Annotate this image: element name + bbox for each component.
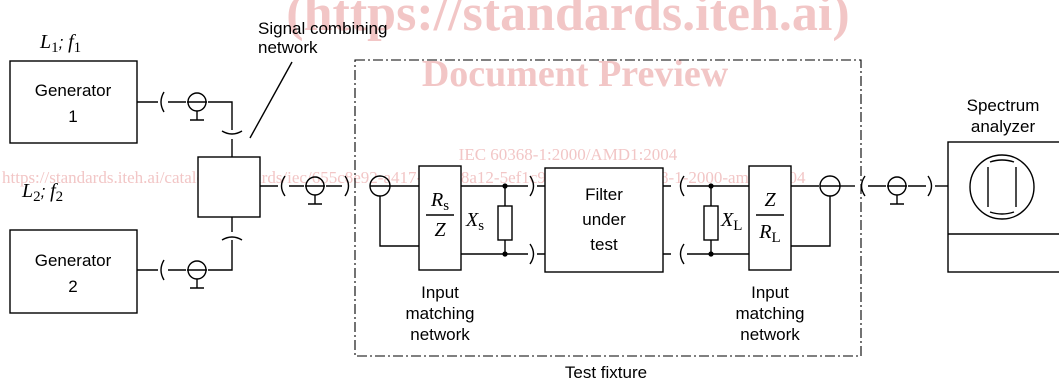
analyzer-label-line1: Spectrum (967, 96, 1040, 115)
filter-box (544, 167, 664, 273)
combiner-label-line2: network (258, 38, 318, 57)
generator-1-number: 1 (68, 107, 77, 126)
watermark-standard: IEC 60368-1:2000/AMD1:2004 (459, 145, 678, 164)
input-matching-network: Rs Z Xs Input matching network (369, 165, 545, 344)
generator-2-params: L2; f2 (21, 180, 63, 205)
watermark-url: (https://standards.iteh.ai) (286, 0, 849, 42)
generator-1-coax-link (137, 91, 243, 157)
signal-combining-network: Signal combining network (197, 19, 387, 218)
output-fraction-bottom: RL (758, 221, 780, 246)
combiner-to-fixture-link (260, 175, 350, 205)
input-fraction-top: Rs (430, 189, 449, 214)
output-matching-label-line3: network (740, 325, 800, 344)
output-matching-network: XL Z RL Input matching network (663, 165, 841, 344)
filter-label-line2: under (582, 210, 626, 229)
watermark-preview: Document Preview (422, 53, 729, 95)
generator-2-label: Generator (35, 251, 112, 270)
generator-2-box (9, 229, 138, 314)
output-matching-label-line2: matching (736, 304, 805, 323)
analyzer-screen-icon (969, 154, 1035, 220)
analyzer-box (947, 141, 1059, 273)
output-fraction-top: Z (764, 189, 776, 211)
output-reactance-element (703, 205, 719, 241)
connector-icon (160, 91, 165, 113)
connector-icon (529, 175, 535, 265)
combiner-label-line1: Signal combining (258, 19, 387, 38)
spectrum-analyzer: Spectrum analyzer (947, 96, 1059, 273)
filter-label-line3: test (590, 235, 618, 254)
test-fixture-label: Test fixture (565, 363, 647, 382)
generator-1: L1; f1 Generator 1 (9, 31, 138, 144)
connector-icon (280, 175, 286, 197)
input-matching-box (418, 165, 462, 271)
input-matching-label-line1: Input (421, 283, 459, 302)
input-matching-label-line2: matching (406, 304, 475, 323)
connector-icon (160, 259, 165, 281)
generator-2-coax-link (137, 217, 243, 289)
output-matching-box (748, 165, 792, 271)
combiner-box (197, 156, 261, 218)
input-reactance-label: Xs (465, 209, 484, 234)
generator-1-params: L1; f1 (39, 31, 81, 56)
watermark-catalog: https://standards.iteh.ai/catalog/standa… (2, 168, 806, 187)
output-matching-label-line1: Input (751, 283, 789, 302)
fixture-to-analyzer-link (840, 175, 948, 205)
connector-icon (344, 175, 350, 197)
test-fixture-boundary (354, 59, 862, 357)
input-matching-label-line3: network (410, 325, 470, 344)
connector-icon (221, 130, 243, 135)
filter-label-line1: Filter (585, 185, 623, 204)
generator-1-label: Generator (35, 81, 112, 100)
connector-icon (927, 175, 933, 197)
connector-icon (221, 236, 243, 241)
input-fraction-bottom: Z (434, 219, 446, 241)
output-reactance-label: XL (720, 209, 742, 234)
filter-under-test: Filter under test (544, 167, 664, 273)
analyzer-label-line2: analyzer (971, 117, 1036, 136)
generator-1-box (9, 60, 138, 144)
connector-icon (860, 175, 866, 197)
generator-2-number: 2 (68, 277, 77, 296)
generator-2: L2; f2 Generator 2 (9, 180, 138, 314)
input-reactance-element (497, 205, 513, 241)
combiner-leader-line (249, 61, 293, 139)
connector-icon (679, 175, 685, 265)
